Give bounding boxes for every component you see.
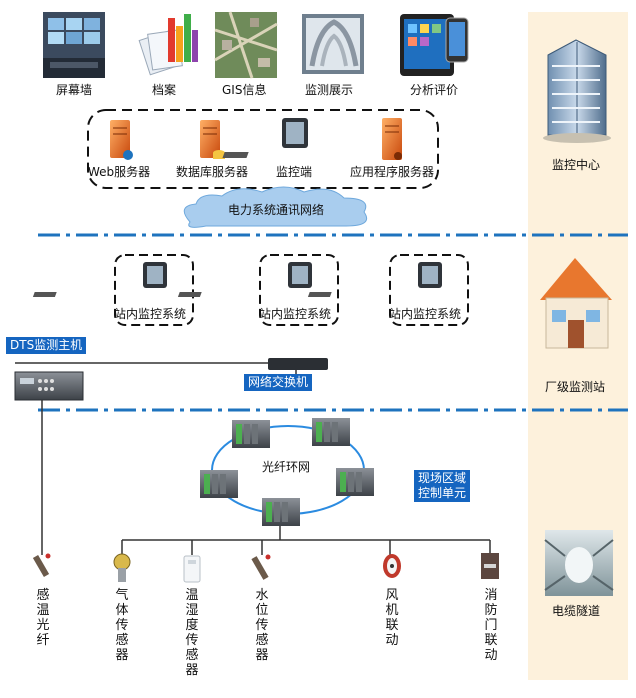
fan-icon	[383, 554, 401, 578]
label-application-server: 应用程序服务器	[350, 165, 435, 179]
monitoring-display-icon	[302, 14, 364, 74]
gis-map-icon	[214, 11, 278, 79]
station-monitor-icon-1	[32, 262, 167, 297]
label-plant-station: 厂级监测站	[545, 380, 606, 394]
station-box-3	[389, 254, 469, 326]
label-monitoring-display: 监测展示	[305, 83, 354, 97]
water-level-sensor-icon	[251, 554, 271, 580]
humidity-sensor-icon	[183, 555, 201, 583]
field-unit-line-1: 现场区域	[418, 471, 467, 485]
station-monitor-icon-3	[307, 262, 442, 297]
archive-icon	[138, 14, 198, 76]
application-server-icon	[382, 118, 402, 160]
switch-tag: 网络交换机	[244, 374, 313, 391]
fire-door-icon	[481, 553, 499, 579]
database-server-icon	[200, 120, 225, 159]
label-database-server: 数据库服务器	[176, 165, 249, 179]
tunnel-icon	[544, 530, 614, 596]
label-fire-door-linkage: 消防门联动	[484, 588, 498, 663]
network-cloud	[183, 186, 368, 228]
ring-node-3-icon	[200, 470, 238, 498]
label-humidity-sensor: 温湿度传感器	[185, 588, 199, 678]
ring-node-5-icon	[262, 498, 300, 526]
dts-host-device-icon	[14, 371, 84, 401]
label-station-2: 站内监控系统	[259, 307, 332, 321]
monitor-terminal-icon	[222, 118, 308, 158]
field-unit-line-2: 控制单元	[418, 486, 467, 500]
label-cable-tunnel: 电缆隧道	[552, 604, 601, 618]
fiber-probe-icon	[32, 553, 51, 578]
server-group-frame	[87, 109, 439, 189]
dts-host-tag: DTS监测主机	[6, 337, 87, 354]
network-switch-icon	[268, 358, 328, 370]
analysis-tablet-icon	[400, 14, 469, 76]
building-icon	[543, 39, 611, 143]
ring-node-1-icon	[232, 420, 270, 448]
station-box-1	[114, 254, 194, 326]
gas-sensor-icon	[113, 553, 131, 582]
video-wall-icon	[43, 12, 105, 78]
ring-node-4-icon	[336, 468, 374, 496]
label-station-1: 站内监控系统	[114, 307, 187, 321]
station-monitor-icon-2	[177, 262, 312, 297]
label-monitor-terminal: 监控端	[276, 165, 313, 179]
label-fan-linkage: 风机联动	[385, 588, 399, 648]
field-unit-tag: 现场区域 控制单元	[414, 470, 471, 502]
label-archive: 档案	[152, 83, 177, 97]
house-icon	[540, 258, 612, 349]
station-box-2	[259, 254, 339, 326]
label-monitoring-center: 监控中心	[552, 158, 601, 172]
label-fiber-sensor: 感温光纤	[36, 588, 50, 648]
label-water-sensor: 水位传感器	[255, 588, 269, 663]
label-web-server: Web服务器	[88, 165, 151, 179]
label-station-3: 站内监控系统	[389, 307, 462, 321]
web-server-icon	[110, 120, 133, 160]
label-gis: GIS信息	[222, 83, 267, 97]
ring-node-2-icon	[312, 418, 350, 446]
label-fiber-ring: 光纤环网	[262, 460, 311, 474]
label-video-wall: 屏幕墙	[56, 83, 93, 97]
label-network-cloud: 电力系统通讯网络	[228, 203, 325, 217]
label-analysis: 分析评价	[410, 83, 459, 97]
label-gas-sensor: 气体传感器	[115, 588, 129, 663]
